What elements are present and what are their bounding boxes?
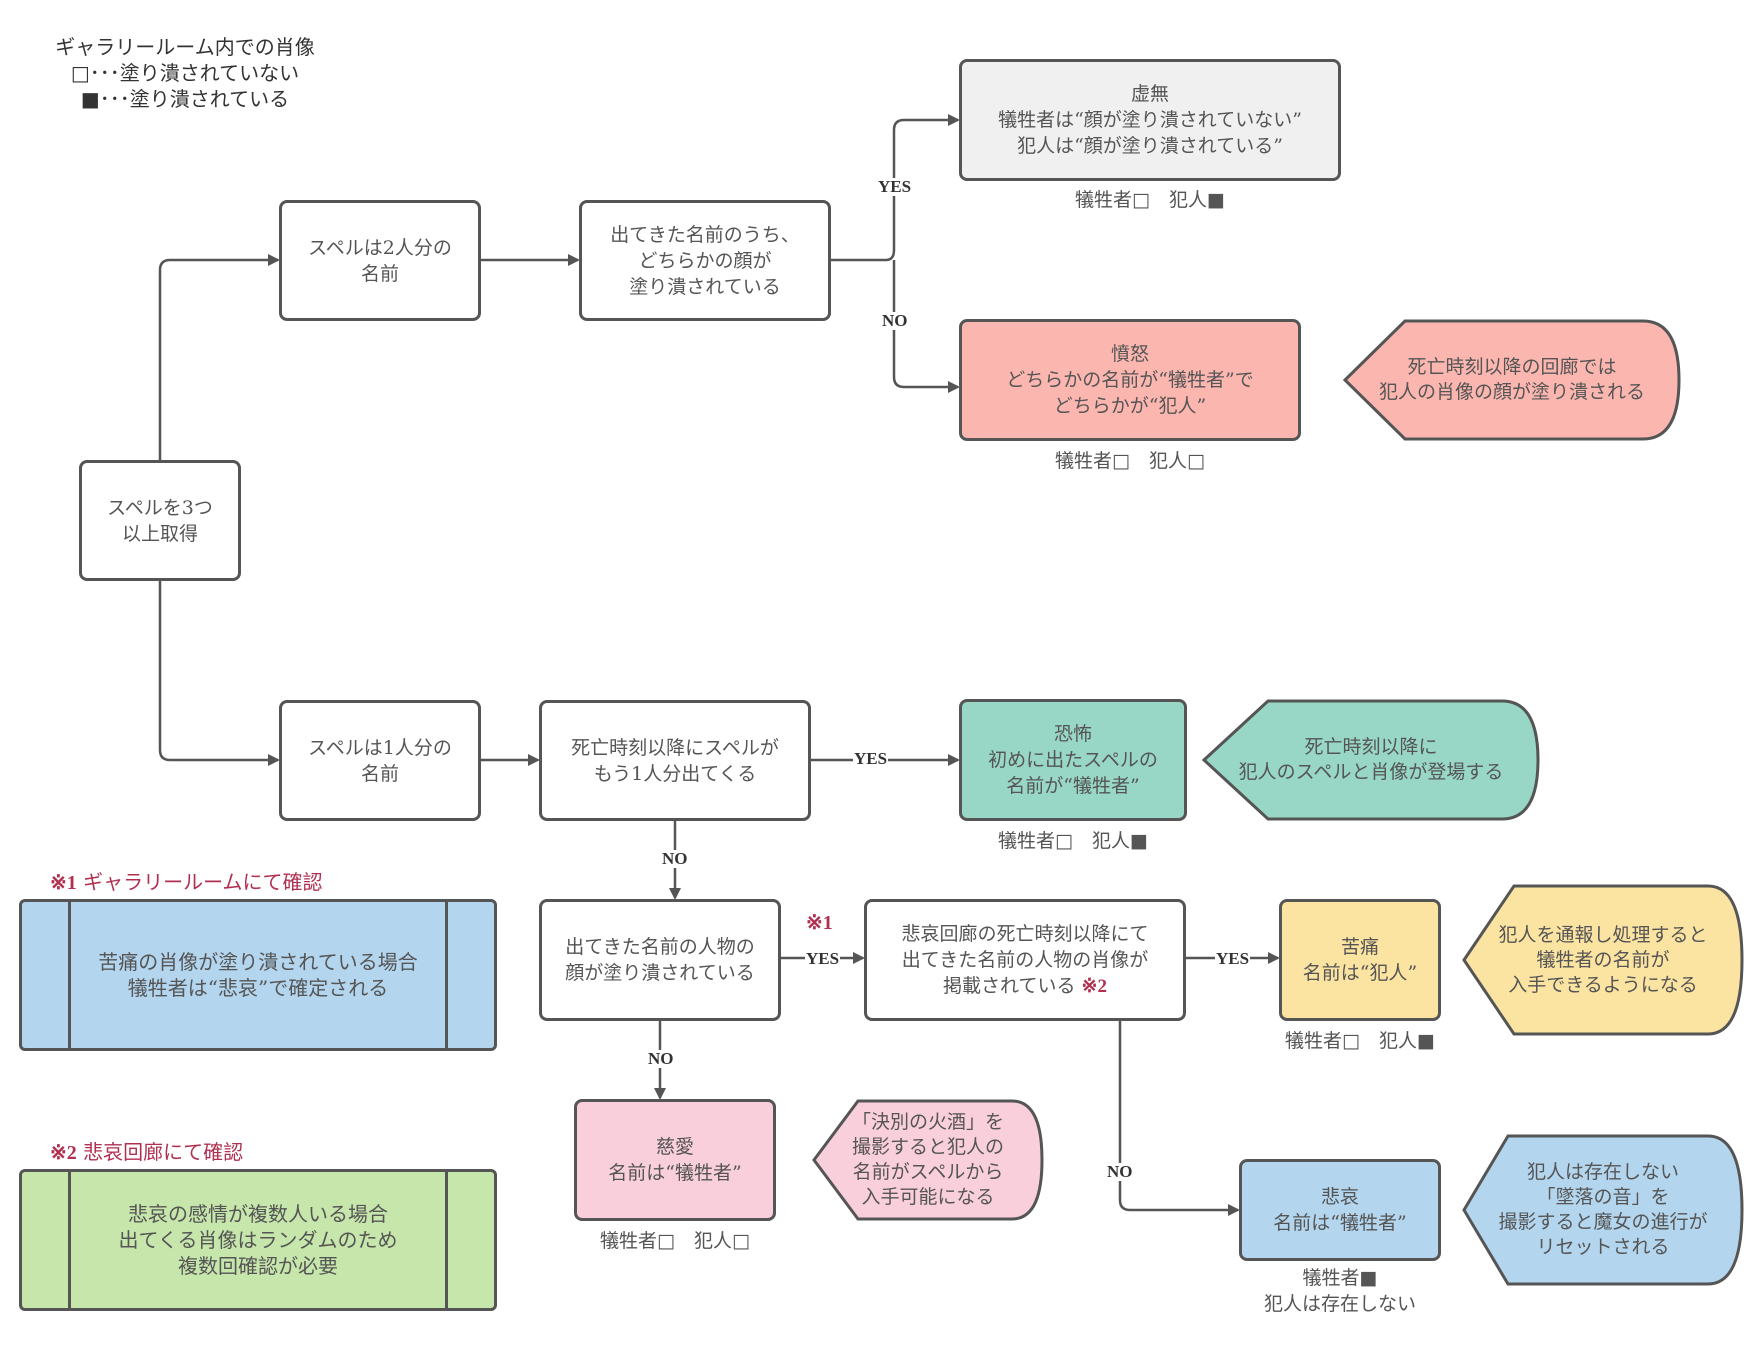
legend-empty-marker: □･･･塗り潰されていない (70, 61, 300, 85)
hint-sorrow: 犯人は存在しない 「墜落の音」を 撮影すると魔女の進行が リセットされる (1462, 1134, 1744, 1286)
edge-label-no: NO (647, 1049, 675, 1068)
result-emptiness-caption: 犠牲者□ 犯人■ (1075, 189, 1225, 211)
result-anger-caption: 犠牲者□ 犯人□ (1055, 450, 1205, 472)
result-fear[interactable]: 恐怖 初めに出たスペルの 名前が“犠牲者” (959, 699, 1187, 821)
result-anger[interactable]: 憤怒 どちらかの名前が“犠牲者”で どちらかが“犯人” (959, 319, 1301, 441)
note-2-box: 悲哀の感情が複数人いる場合 出てくる肖像はランダムのため 複数回確認が必要 (19, 1169, 497, 1311)
legend: ギャラリールーム内での肖像 □･･･塗り潰されていない ■･･･塗り潰されている (40, 34, 330, 112)
edge-label-no: NO (661, 849, 689, 868)
result-fear-caption: 犠牲者□ 犯人■ (998, 830, 1148, 852)
result-love-caption: 犠牲者□ 犯人□ (600, 1230, 750, 1252)
ref-marker-2: ※2 (1081, 975, 1107, 997)
note-1-title: ※1 ギャラリールームにて確認 (50, 870, 323, 894)
edge-label-yes: YES (805, 949, 841, 968)
edge-label-yes: YES (1215, 949, 1251, 968)
edge-start-to-one-name (158, 580, 280, 766)
hint-pain: 犯人を通報し処理すると 犠牲者の名前が 入手できるようになる (1462, 884, 1744, 1036)
node-one-name[interactable]: スペルは1人分の 名前 (279, 700, 481, 821)
result-love[interactable]: 慈愛 名前は“犠牲者” (574, 1099, 776, 1221)
node-either-painted[interactable]: 出てきた名前のうち、 どちらかの顔が 塗り潰されている (579, 200, 831, 321)
note-2-title: ※2 悲哀回廊にて確認 (50, 1140, 244, 1164)
ref-marker-1: ※1 (806, 912, 833, 934)
note-1-box: 苦痛の肖像が塗り潰されている場合 犠牲者は“悲哀”で確定される (19, 899, 497, 1051)
result-pain[interactable]: 苦痛 名前は“犯人” (1279, 899, 1441, 1021)
node-two-names[interactable]: スペルは2人分の 名前 (279, 200, 481, 321)
edge-label-yes: YES (853, 749, 889, 768)
result-sorrow-caption: 犠牲者■ 犯人は存在しない (1263, 1267, 1416, 1315)
edge-start-to-two-names (158, 254, 280, 460)
edge-label-yes: YES (877, 177, 913, 196)
hint-love: 「決別の火酒」を 撮影すると犯人の 名前がスペルから 入手可能になる (812, 1099, 1044, 1221)
hint-anger: 死亡時刻以降の回廊では 犯人の肖像の顔が塗り潰される (1342, 319, 1681, 441)
node-more-after-death[interactable]: 死亡時刻以降にスペルが もう1人分出てくる (539, 700, 811, 821)
edge-label-no: NO (1106, 1162, 1134, 1181)
node-start[interactable]: スペルを3つ 以上取得 (79, 460, 241, 581)
edge-label-no: NO (881, 311, 909, 330)
result-sorrow[interactable]: 悲哀 名前は“犠牲者” (1239, 1159, 1441, 1261)
node-face-painted[interactable]: 出てきた名前の人物の 顔が塗り潰されている (539, 899, 781, 1021)
legend-filled-marker: ■･･･塗り潰されている (80, 87, 290, 111)
node-corridor-check[interactable]: 悲哀回廊の死亡時刻以降にて 出てきた名前の人物の肖像が 掲載されている ※2 (864, 899, 1186, 1021)
result-emptiness[interactable]: 虚無 犠牲者は“顔が塗り潰されていない” 犯人は“顔が塗り潰されている” (959, 59, 1341, 181)
edge-no-anger (892, 260, 960, 393)
legend-title: ギャラリールーム内での肖像 (55, 35, 315, 59)
result-pain-caption: 犠牲者□ 犯人■ (1285, 1030, 1435, 1052)
edge-no-sorrow (1118, 1020, 1240, 1216)
hint-fear: 死亡時刻以降に 犯人のスペルと肖像が登場する (1201, 699, 1540, 821)
